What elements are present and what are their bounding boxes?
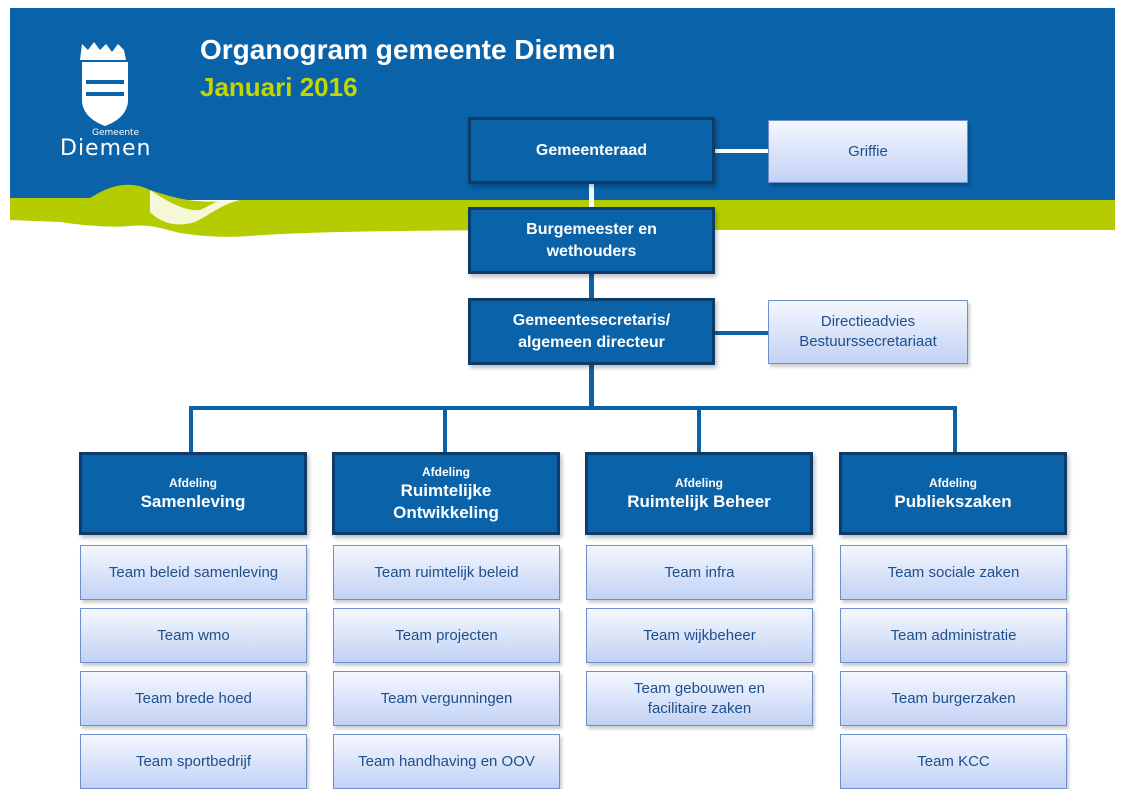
department-prefix: Afdeling: [929, 475, 977, 490]
department-samenleving: Afdeling Samenleving: [79, 452, 307, 535]
secretary-label: Gemeentesecretaris/ algemeen directeur: [512, 311, 671, 351]
advisory-label-line2: Bestuurssecretariaat: [799, 333, 937, 350]
executive-box: Burgemeester en wethouders: [468, 207, 715, 274]
department-name: Ruimtelijke Ontwikkeling: [393, 480, 499, 522]
team-box: Team KCC: [840, 734, 1067, 789]
department-name: Samenleving: [140, 491, 246, 511]
team-box: Team infra: [586, 545, 813, 600]
team-label: Team burgerzaken: [891, 689, 1016, 707]
connector-council-executive: [589, 182, 594, 208]
department-prefix: Afdeling: [169, 475, 217, 490]
department-ruimtelijk-beheer: Afdeling Ruimtelijk Beheer: [585, 452, 813, 535]
team-label: Team gebouwen en facilitaire zaken: [634, 679, 765, 717]
connector-secretary-bus: [589, 364, 594, 409]
team-label: Team wijkbeheer: [643, 626, 756, 644]
team-box: Team wmo: [80, 608, 307, 663]
executive-label: Burgemeester en wethouders: [526, 220, 657, 260]
connector-horizontal-bus: [189, 406, 957, 410]
registry-label: Griffie: [848, 142, 888, 160]
page-subtitle: Januari 2016: [200, 72, 358, 102]
advisory-box: Directieadvies Bestuurssecretariaat: [768, 300, 968, 364]
registry-box: Griffie: [768, 120, 968, 183]
team-box: Team wijkbeheer: [586, 608, 813, 663]
connector-drop-ruimtelijk-beheer: [697, 406, 701, 453]
team-label: Team sportbedrijf: [135, 752, 252, 770]
department-ruimtelijke-ontwikkeling: Afdeling Ruimtelijke Ontwikkeling: [332, 452, 560, 535]
coat-of-arms-logo: [80, 42, 128, 126]
team-label: Team ruimtelijk beleid: [374, 563, 519, 581]
team-box: Team ruimtelijk beleid: [333, 545, 560, 600]
logo-text-small: Gemeente: [92, 128, 140, 138]
team-box: Team sportbedrijf: [80, 734, 307, 789]
team-label: Team administratie: [890, 626, 1017, 644]
team-box: Team gebouwen en facilitaire zaken: [586, 671, 813, 726]
connector-drop-samenleving: [189, 406, 193, 453]
logo-text-municipality: Diemen: [60, 136, 152, 161]
team-label: Team wmo: [157, 626, 230, 644]
team-box: Team beleid samenleving: [80, 545, 307, 600]
team-label: Team handhaving en OOV: [358, 752, 535, 770]
team-label: Team infra: [664, 563, 735, 581]
team-box: Team projecten: [333, 608, 560, 663]
department-name: Ruimtelijk Beheer: [627, 491, 771, 511]
advisory-label-line1: Directieadvies: [820, 313, 916, 330]
team-box: Team sociale zaken: [840, 545, 1067, 600]
department-prefix: Afdeling: [422, 464, 470, 479]
team-label: Team sociale zaken: [887, 563, 1020, 581]
connector-executive-secretary: [589, 273, 594, 299]
team-label: Team vergunningen: [380, 689, 513, 707]
connector-drop-publiekszaken: [953, 406, 957, 453]
team-box: Team burgerzaken: [840, 671, 1067, 726]
connector-drop-ruimtelijke-ontwikkeling: [443, 406, 447, 453]
team-label: Team beleid samenleving: [108, 563, 279, 581]
team-label: Team projecten: [395, 626, 498, 644]
team-box: Team handhaving en OOV: [333, 734, 560, 789]
connector-council-registry: [712, 149, 770, 153]
team-label: Team KCC: [917, 752, 990, 770]
department-prefix: Afdeling: [675, 475, 723, 490]
connector-secretary-advisory: [714, 331, 770, 335]
council-label: Gemeenteraad: [535, 141, 648, 159]
team-box: Team brede hoed: [80, 671, 307, 726]
team-box: Team vergunningen: [333, 671, 560, 726]
page-title: Organogram gemeente Diemen: [200, 34, 616, 65]
team-box: Team administratie: [840, 608, 1067, 663]
department-name: Publiekszaken: [894, 491, 1012, 511]
department-publiekszaken: Afdeling Publiekszaken: [839, 452, 1067, 535]
council-box: Gemeenteraad: [468, 117, 715, 184]
secretary-box: Gemeentesecretaris/ algemeen directeur: [468, 298, 715, 365]
team-label: Team brede hoed: [135, 689, 252, 707]
